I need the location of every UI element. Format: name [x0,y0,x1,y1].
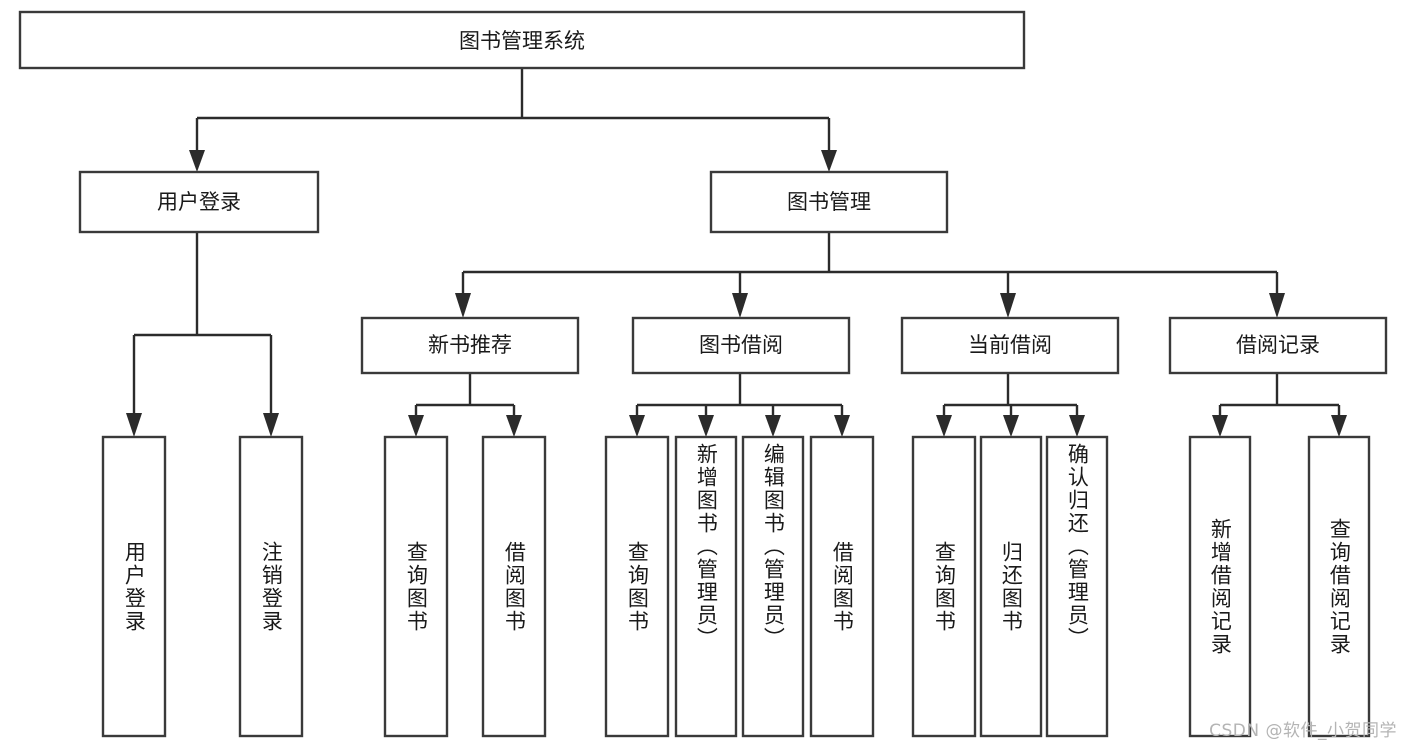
connector-group-current-borrow [936,373,1085,437]
arrow-head-bb-leaf-3 [834,415,850,437]
node-new-book-recommend-box[interactable] [360,316,580,375]
arrow-head-cb-leaf-2 [1069,415,1085,437]
arrow-head-cb-leaf-1 [1003,415,1019,437]
leaf-box-cb-confirm-return[interactable] [1045,435,1109,738]
node-book-borrow-label: 图书借阅 [699,333,783,357]
leaf-box-bb-query-book[interactable] [604,435,670,738]
connector-group-new-book-recommend [408,373,522,437]
leaf-box-bb-edit-book[interactable] [741,435,805,738]
node-current-borrow-label: 当前借阅 [968,333,1052,357]
arrow-head-cb-leaf-0 [936,415,952,437]
leaf-box-br-query-record[interactable] [1307,435,1371,738]
node-book-manage-label: 图书管理 [787,190,871,214]
arrow-head-leaf-user-login [126,413,142,437]
leaf-box-cb-return-book[interactable] [979,435,1043,738]
connector-group-book-manage [455,232,1285,318]
node-book-manage-box[interactable] [709,170,949,234]
arrow-head-br-leaf-1 [1331,415,1347,437]
arrow-head-bb-leaf-0 [629,415,645,437]
node-root-label: 图书管理系统 [459,29,585,53]
watermark-text: CSDN @软件_小贺同学 [1209,721,1397,741]
connector-group-book-borrow [629,373,850,437]
leaf-box-nbr-borrow-book[interactable] [481,435,547,738]
leaf-box-bb-borrow-book[interactable] [809,435,875,738]
connector-group-borrow-record [1212,373,1347,437]
arrow-head-br-leaf-0 [1212,415,1228,437]
arrow-head-nbr-leaf-1 [506,415,522,437]
node-root-box[interactable] [18,10,1026,70]
arrow-head-current-borrow [1000,293,1016,318]
arrow-head-user-login [189,150,205,172]
leaf-box-br-add-record[interactable] [1188,435,1252,738]
arrow-head-book-borrow [732,293,748,318]
arrow-head-new-book-recommend [455,293,471,318]
connector-group-root [189,68,837,172]
node-borrow-record-box[interactable] [1168,316,1388,375]
node-new-book-recommend-label: 新书推荐 [428,333,512,357]
node-current-borrow-box[interactable] [900,316,1120,375]
leaf-box-user-login[interactable] [101,435,167,738]
arrow-head-borrow-record [1269,293,1285,318]
leaf-box-nbr-query-book[interactable] [383,435,449,738]
node-user-login-label: 用户登录 [157,190,241,214]
arrow-head-bb-leaf-2 [765,415,781,437]
leaf-box-cb-query-book[interactable] [911,435,977,738]
connector-group-user-login [126,232,279,437]
node-borrow-record-label: 借阅记录 [1236,333,1320,357]
node-book-borrow-box[interactable] [631,316,851,375]
leaf-box-logout[interactable] [238,435,304,738]
arrow-head-nbr-leaf-0 [408,415,424,437]
arrow-head-bb-leaf-1 [698,415,714,437]
node-user-login-box[interactable] [78,170,320,234]
arrow-head-book-manage [821,150,837,172]
leaf-box-bb-add-book[interactable] [674,435,738,738]
arrow-head-leaf-logout [263,413,279,437]
